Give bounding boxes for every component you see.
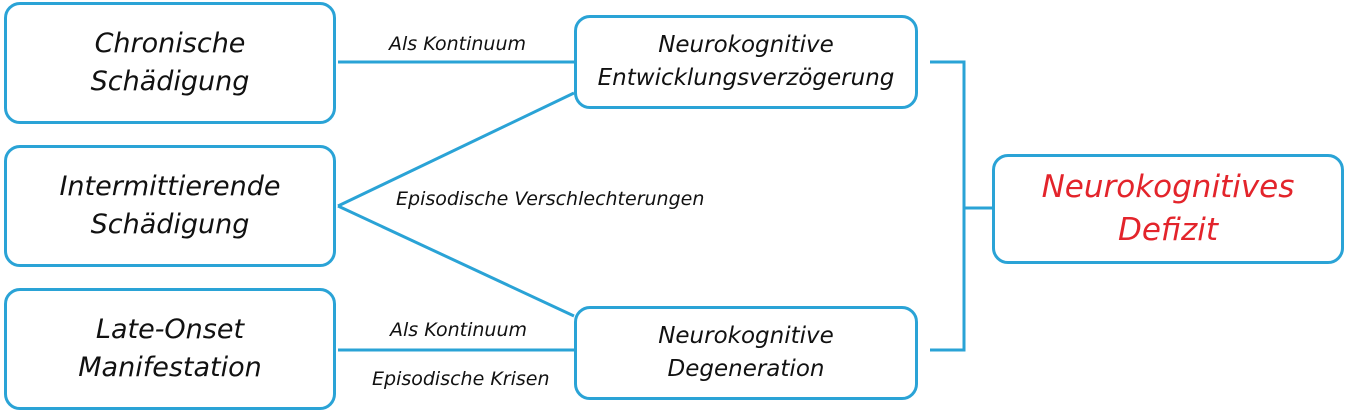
node-chronische-line2: Schädigung	[90, 66, 250, 97]
node-late-onset-line1: Late-Onset	[95, 314, 245, 345]
edge-label-top-kontinuum: Als Kontinuum	[389, 33, 527, 55]
node-intermittierende-schaedigung: Intermittierende Schädigung	[4, 145, 336, 267]
node-defizit-line1: Neurokognitives	[1041, 169, 1295, 205]
edge-intermittierende-entwicklung	[337, 91, 575, 208]
node-degeneration-line2: Degeneration	[667, 356, 825, 382]
node-late-onset-manifestation: Late-Onset Manifestation	[4, 288, 336, 410]
node-late-onset-line2: Manifestation	[78, 352, 262, 383]
node-chronische-schaedigung: Chronische Schädigung	[4, 2, 336, 124]
node-intermittierende-line2: Schädigung	[90, 209, 250, 240]
edge-label-episodische-krisen: Episodische Krisen	[372, 368, 550, 390]
node-entwicklungsverzoegerung: Neurokognitive Entwicklungsverzögerung	[574, 15, 918, 109]
node-intermittierende-line1: Intermittierende	[59, 171, 281, 202]
node-degeneration: Neurokognitive Degeneration	[574, 306, 918, 400]
edge-label-episodische-verschlechterungen: Episodische Verschlechterungen	[396, 188, 705, 210]
node-entwicklung-line2: Entwicklungsverzögerung	[597, 65, 895, 91]
node-chronische-line1: Chronische	[94, 28, 246, 59]
bracket-to-defizit	[930, 60, 966, 352]
edge-intermittierende-degeneration	[337, 204, 575, 318]
node-entwicklung-line1: Neurokognitive	[658, 32, 834, 58]
node-neurokognitives-defizit: Neurokognitives Defizit	[992, 154, 1344, 264]
node-defizit-line2: Defizit	[1117, 212, 1218, 248]
node-degeneration-line1: Neurokognitive	[658, 323, 834, 349]
edge-label-bottom-kontinuum: Als Kontinuum	[390, 319, 528, 341]
